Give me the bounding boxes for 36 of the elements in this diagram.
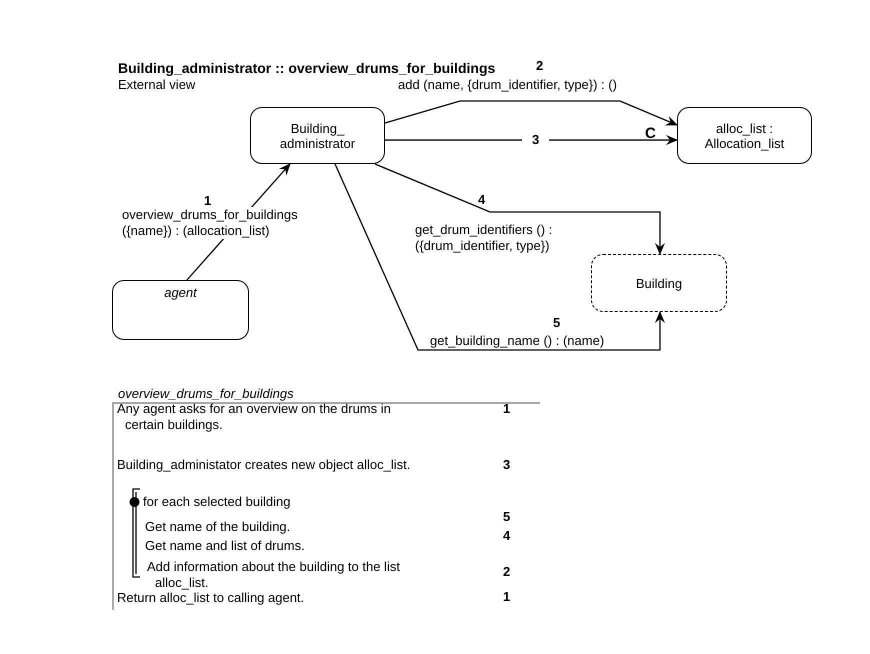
step-text: Get name of the building.: [145, 519, 290, 535]
step-number: 5: [503, 509, 510, 525]
node-label: Building: [636, 276, 682, 290]
step-number: 1: [503, 589, 510, 605]
node-label: agent: [164, 285, 197, 300]
step-number: 5: [553, 315, 560, 331]
step-text: Building_administator creates new object alloc_list.: [117, 457, 410, 473]
loop-text: for each selected building: [143, 494, 290, 510]
arrow: [385, 135, 678, 146]
object-box: [250, 107, 385, 164]
step-number: 2: [536, 58, 544, 74]
create-marker: C: [645, 126, 656, 142]
step-number: 1: [204, 193, 212, 209]
arrow: [384, 100, 678, 126]
step-number: 4: [503, 528, 510, 544]
step-text: Any agent asks for an overview on the drums in certain buildings.: [117, 401, 392, 433]
step-text: Get name and list of drums.: [145, 538, 305, 554]
arrow: [374, 163, 665, 255]
arrow: [334, 164, 665, 351]
node-label: alloc_list : Allocation_list: [704, 120, 786, 150]
actor-box: [112, 280, 249, 340]
subtitle: External view: [118, 77, 196, 93]
step-number: 3: [503, 457, 510, 473]
step-number: 2: [503, 564, 510, 580]
arrow: [186, 163, 291, 280]
step-text: Add information about the building to the list alloc_list.: [147, 559, 400, 591]
step-text: Return alloc_list to calling agent.: [117, 590, 304, 606]
object-box: [677, 107, 812, 164]
diagram-title: Building_administrator :: overview_drums_for_buildings: [118, 60, 496, 76]
step-number: 1: [503, 401, 510, 417]
step-number: 4: [478, 192, 486, 208]
object-box: [591, 254, 727, 312]
node-label: Building_ administrator: [278, 120, 356, 150]
edge-label: get_building_name () : (name): [430, 333, 604, 349]
table-title: overview_drums_for_buildings: [118, 386, 294, 402]
edge-label: add (name, {drum_identifier, type}) : (): [398, 77, 617, 93]
